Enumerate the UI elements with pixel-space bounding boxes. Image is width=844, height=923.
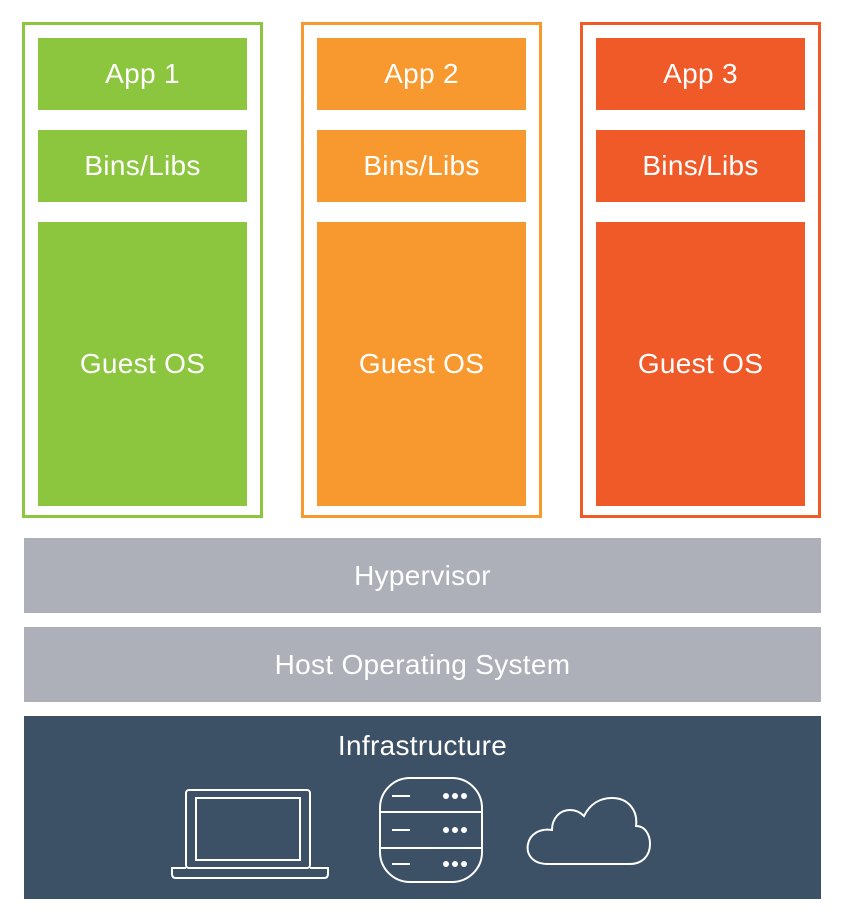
vm-2-guest-os-block: Guest OS (317, 222, 526, 506)
vm-1-bins-label: Bins/Libs (84, 150, 201, 181)
cloud-icon (526, 796, 652, 865)
hypervisor-label: Hypervisor (354, 559, 491, 591)
vm-1-guest-os-label: Guest OS (79, 348, 206, 379)
vm-1-guest-os-block: Guest OS (38, 222, 247, 506)
vm-3-app-label: App 3 (663, 58, 738, 89)
vm-2-bins-label: Bins/Libs (363, 150, 480, 181)
vm-2-guest-os-label: Guest OS (358, 348, 485, 379)
vm-2-bins-block: Bins/Libs (317, 130, 526, 202)
infrastructure-layer: Infrastructure (24, 716, 821, 899)
vm-2-app-block: App 2 (317, 38, 526, 110)
vm-3-app-block: App 3 (596, 38, 805, 110)
vm-1-app-label: App 1 (105, 58, 180, 89)
hypervisor-layer: Hypervisor (24, 538, 821, 613)
host-os-layer: Host Operating System (24, 627, 821, 702)
vm-1-app-block: App 1 (38, 38, 247, 110)
vm-3-container: App 3 Bins/Libs Guest OS (580, 22, 821, 518)
vm-1-container: App 1 Bins/Libs Guest OS (22, 22, 263, 518)
vm-3-bins-label: Bins/Libs (642, 150, 759, 181)
server-icon (379, 777, 483, 883)
vm-1-bins-block: Bins/Libs (38, 130, 247, 202)
host-os-label: Host Operating System (274, 648, 571, 680)
vm-2-app-label: App 2 (384, 58, 459, 89)
vm-2-container: App 2 Bins/Libs Guest OS (301, 22, 542, 518)
vm-3-guest-os-label: Guest OS (637, 348, 764, 379)
infrastructure-label: Infrastructure (337, 730, 508, 761)
laptop-icon (171, 789, 329, 879)
vm-3-bins-block: Bins/Libs (596, 130, 805, 202)
vm-3-guest-os-block: Guest OS (596, 222, 805, 506)
